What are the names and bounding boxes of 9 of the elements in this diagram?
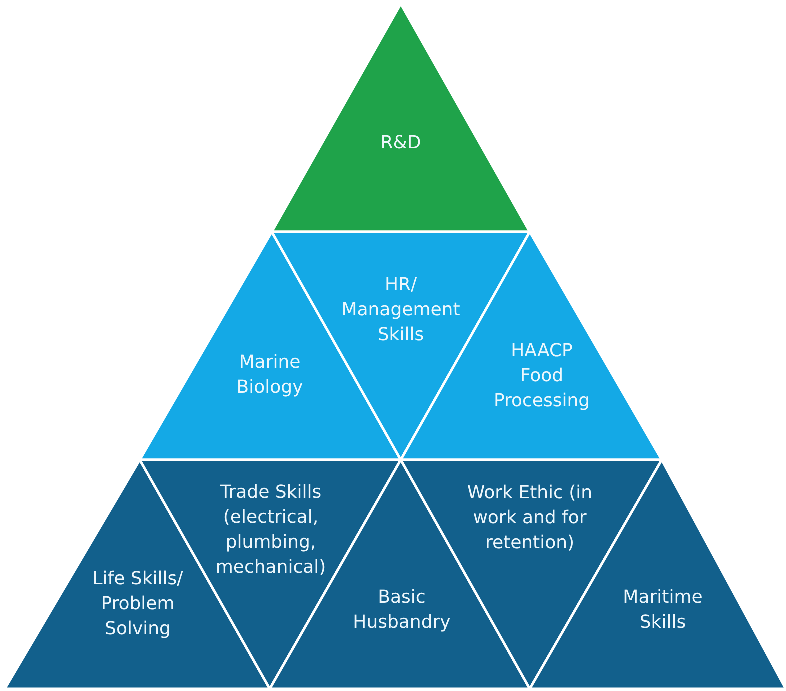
segment-label: Basic Husbandry <box>352 586 452 635</box>
segment-label: Work Ethic (in work and for retention) <box>466 482 594 556</box>
segment-label: HR/ Management Skills <box>340 274 462 348</box>
segment-label: Marine Biology <box>236 351 304 400</box>
segment-label: Life Skills/ Problem Solving <box>92 568 184 642</box>
segment-label: HAACP Food Processing <box>492 340 592 414</box>
segment-label: R&D <box>380 132 422 156</box>
segment-label: Maritime Skills <box>622 586 704 635</box>
segment-label: Trade Skills (electrical, plumbing, mechanical) <box>214 481 328 580</box>
